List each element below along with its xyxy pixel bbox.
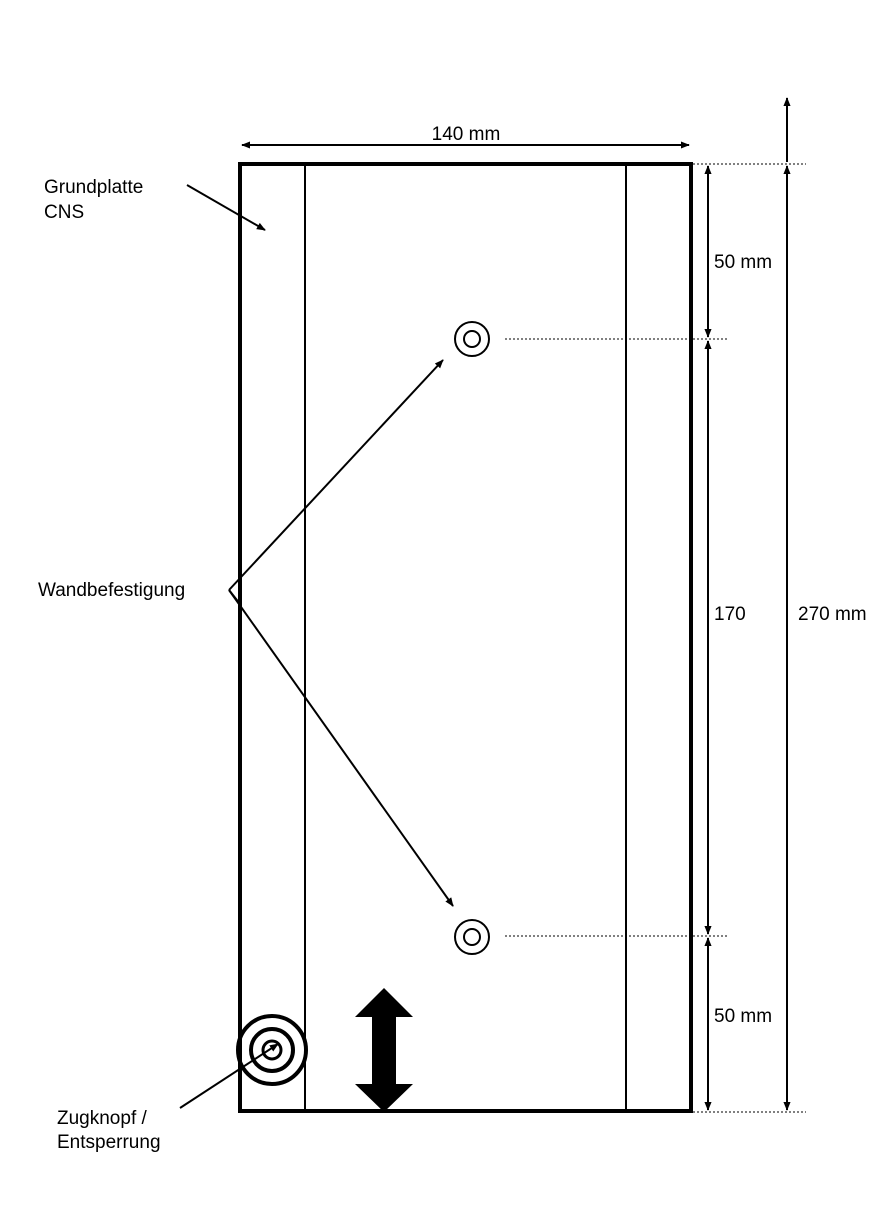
pull-knob-label-line1: Zugknopf /	[57, 1108, 147, 1129]
pull-knob	[236, 1014, 308, 1086]
wall-mount-arrow-lower	[228, 589, 454, 907]
lower-mounting-hole	[454, 919, 490, 955]
base-plate-label-line1: Grundplatte	[44, 177, 143, 198]
base-plate-label-line2: CNS	[44, 202, 84, 223]
width-label: 140 mm	[432, 124, 501, 145]
wall-mount-arrow-upper	[228, 359, 444, 591]
upper-mounting-hole	[454, 321, 490, 357]
pull-knob-label-line2: Entsperrung	[57, 1132, 161, 1153]
wall-mount-pointer-stub	[228, 589, 241, 605]
top-offset-label: 50 mm	[714, 252, 772, 273]
middle-distance-label: 170	[714, 604, 746, 625]
movement-double-arrow-icon	[355, 988, 413, 1112]
pull-knob-pointer-arrow	[179, 1043, 279, 1109]
base-plate-outline	[238, 162, 693, 1113]
total-height-label: 270 mm	[798, 604, 867, 625]
bottom-offset-label: 50 mm	[714, 1006, 772, 1027]
wall-mount-label: Wandbefestigung	[38, 580, 185, 601]
base-plate-pointer-arrow	[186, 184, 266, 231]
